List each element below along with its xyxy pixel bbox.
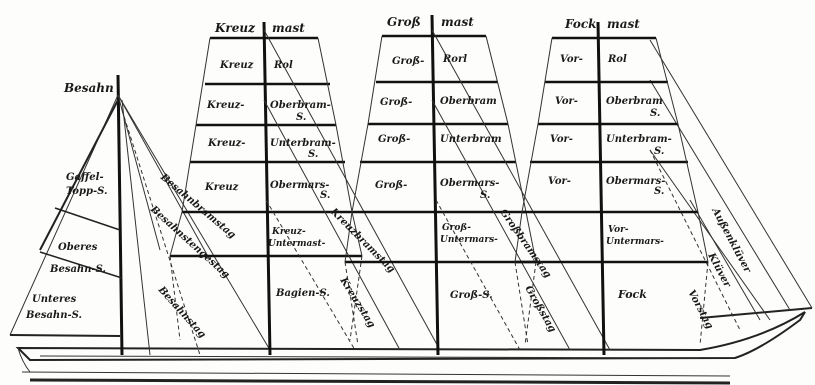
fock-mast-suffix: mast bbox=[607, 17, 640, 31]
gaffel-toppsegel-label: Topp-S. bbox=[66, 186, 107, 197]
vor-unterbram-label: Vor- bbox=[550, 134, 573, 145]
gross-obermars-suffix: Obermars- bbox=[440, 178, 499, 189]
unteres-besahn-label: Besahn-S. bbox=[25, 310, 82, 321]
oberes-besahn-label: Besahn-S. bbox=[49, 264, 106, 275]
gross-unterbram-suffix: Unterbram bbox=[440, 134, 502, 145]
vor-obermars-label: Vor- bbox=[548, 176, 571, 187]
gross-untermars-suffix: Untermars- bbox=[440, 235, 498, 245]
gross-oberbram-label: Groß- bbox=[380, 97, 412, 108]
kreuz-unterbram-suffix: Unterbram- bbox=[270, 138, 336, 149]
gross-mast-suffix: mast bbox=[441, 15, 474, 29]
gross-royal-label: Groß- bbox=[392, 56, 424, 67]
kreuz-royal-label: Kreuz bbox=[219, 60, 254, 71]
vor-unterbram-suffix: Unterbram- bbox=[606, 134, 672, 145]
besahn-sail-labels: Gaffel- Topp-S. Oberes Besahn-S. Unteres… bbox=[25, 172, 107, 321]
fock-course-label: Fock bbox=[617, 288, 647, 301]
gross-obermars-label: Groß- bbox=[375, 180, 407, 191]
gross-obermars-s: S. bbox=[480, 190, 490, 201]
vor-unterbram-s: S. bbox=[654, 146, 664, 157]
gross-mast-label: Groß bbox=[387, 15, 421, 29]
kreuz-unterbram-s: S. bbox=[308, 149, 318, 160]
bagien-sail-label: Bagien-S. bbox=[275, 288, 330, 299]
oberes-label: Oberes bbox=[58, 242, 98, 253]
vor-oberbram-label: Vor- bbox=[555, 96, 578, 107]
vor-untermars-suffix: Untermars- bbox=[606, 237, 664, 247]
gross-royal-suffix: Rorl bbox=[442, 54, 467, 65]
kluever-label: Klüver bbox=[705, 250, 733, 290]
kreuzbramstag-label: Kreuzbramstag bbox=[327, 206, 397, 276]
vor-sail-labels: Vor- Rol Vor- Oberbram S. Vor- Unterbram… bbox=[548, 54, 672, 301]
kreuz-oberbram-label: Kreuz- bbox=[206, 100, 244, 111]
kreuz-mast-suffix: mast bbox=[272, 21, 305, 35]
unteres-label: Unteres bbox=[32, 294, 77, 305]
kreuz-unterbram-label: Kreuz- bbox=[207, 138, 245, 149]
kreuz-oberbram-s: S. bbox=[296, 112, 306, 123]
kreuzstag-label: Kreuzstag bbox=[337, 275, 377, 330]
gross-course-label: Groß-S. bbox=[450, 290, 493, 301]
kreuz-untermast-label: Kreuz- bbox=[271, 227, 306, 237]
kreuz-obermars-label: Kreuz bbox=[204, 182, 239, 193]
vor-obermars-s: S. bbox=[654, 186, 664, 197]
vor-oberbram-suffix: Oberbram bbox=[606, 96, 663, 107]
gaffel-label: Gaffel- bbox=[66, 172, 104, 183]
vor-royal-suffix: Rol bbox=[607, 54, 627, 65]
vorstag-label: Vorstag bbox=[685, 288, 715, 331]
vor-oberbram-s: S. bbox=[650, 108, 660, 119]
kreuz-sail-labels: Kreuz Rol Kreuz- Oberbram- S. Kreuz- Unt… bbox=[204, 60, 336, 299]
kreuz-oberbram-suffix: Oberbram- bbox=[270, 100, 331, 111]
besahn-label: Besahn bbox=[63, 81, 114, 95]
bowsprit-rigging bbox=[650, 40, 812, 330]
vor-royal-label: Vor- bbox=[560, 54, 583, 65]
gross-unterbram-label: Groß- bbox=[378, 134, 410, 145]
besahnstag-label: Besahnstag bbox=[155, 284, 207, 341]
hull bbox=[18, 312, 805, 383]
kreuz-mast-label: Kreuz bbox=[214, 21, 256, 35]
kreuz-royal-suffix: Rol bbox=[273, 60, 293, 71]
kreuz-untermast-suffix: Untermast- bbox=[268, 239, 326, 249]
gross-untermars-label: Groß- bbox=[442, 223, 471, 233]
vor-untermars-label: Vor- bbox=[608, 225, 629, 235]
kreuz-obermars-s: S. bbox=[320, 190, 330, 201]
fock-mast-label: Fock bbox=[564, 17, 597, 31]
gross-oberbram-suffix: Oberbram bbox=[440, 96, 497, 107]
